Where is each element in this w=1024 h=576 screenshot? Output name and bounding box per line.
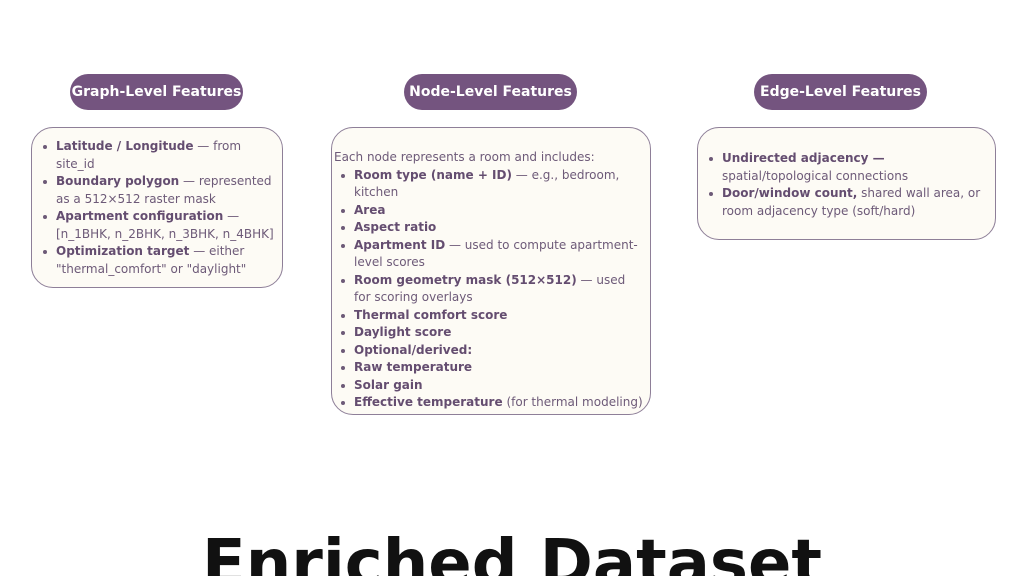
node-level-header: Node-Level Features bbox=[404, 74, 577, 110]
node-level-intro: Each node represents a room and includes… bbox=[334, 150, 595, 164]
edge-level-header: Edge-Level Features bbox=[754, 74, 927, 110]
graph-level-header: Graph-Level Features bbox=[70, 74, 243, 110]
list-item: Apartment ID — used to compute apartment… bbox=[332, 237, 644, 272]
node-level-list: Room type (name + ID) — e.g., bedroom, k… bbox=[332, 167, 644, 412]
list-item: Effective temperature (for thermal model… bbox=[332, 394, 644, 412]
list-item: Boundary polygon — represented as a 512×… bbox=[34, 173, 276, 208]
list-item: Optimization target — either "thermal_co… bbox=[34, 243, 276, 278]
list-item: Room geometry mask (512×512) — used for … bbox=[332, 272, 644, 307]
list-item: Door/window count, shared wall area, or … bbox=[700, 185, 989, 220]
list-item: Raw temperature bbox=[332, 359, 644, 377]
list-item: Solar gain bbox=[332, 377, 644, 395]
node-level-box: Each node represents a room and includes… bbox=[331, 127, 651, 415]
list-item: Area bbox=[332, 202, 644, 220]
list-item: Thermal comfort score bbox=[332, 307, 644, 325]
slide-title: Enriched Dataset bbox=[202, 527, 822, 576]
list-item: Daylight score bbox=[332, 324, 644, 342]
list-item: Aspect ratio bbox=[332, 219, 644, 237]
edge-level-list: Undirected adjacency — spatial/topologic… bbox=[700, 150, 989, 220]
list-item: Undirected adjacency — spatial/topologic… bbox=[700, 150, 989, 185]
list-item: Optional/derived: bbox=[332, 342, 644, 360]
edge-level-box: Undirected adjacency — spatial/topologic… bbox=[697, 127, 996, 240]
list-item: Room type (name + ID) — e.g., bedroom, k… bbox=[332, 167, 644, 202]
list-item: Apartment configuration — [n_1BHK, n_2BH… bbox=[34, 208, 276, 243]
graph-level-list: Latitude / Longitude — from site_id Boun… bbox=[34, 138, 276, 278]
graph-level-box: Latitude / Longitude — from site_id Boun… bbox=[31, 127, 283, 288]
list-item: Latitude / Longitude — from site_id bbox=[34, 138, 276, 173]
